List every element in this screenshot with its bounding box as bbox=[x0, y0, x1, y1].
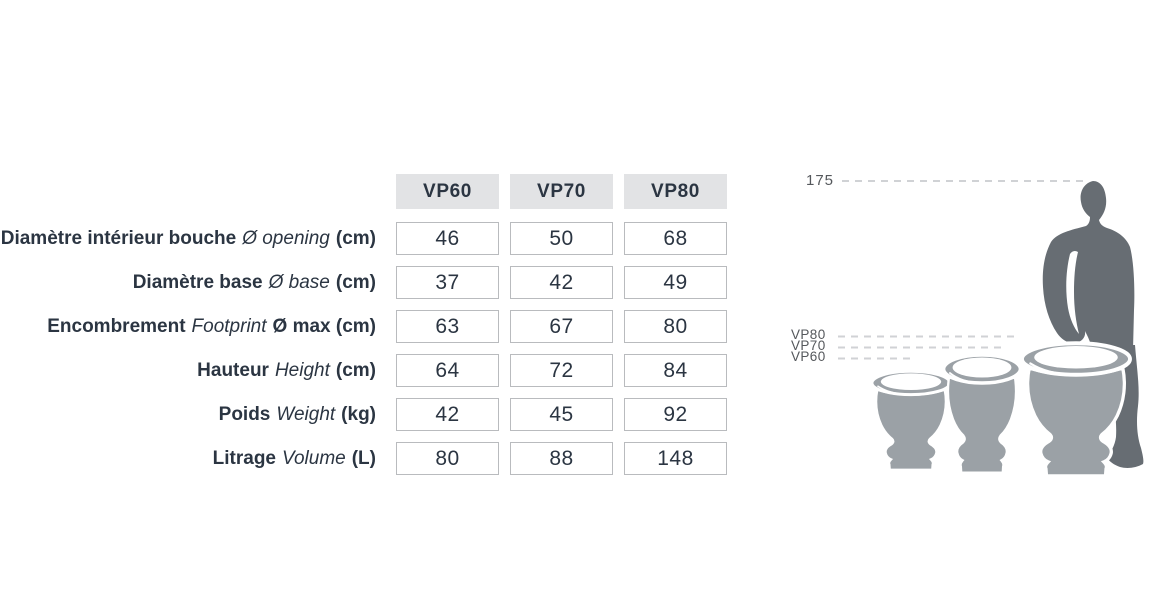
cell-footprint-vp70: 67 bbox=[510, 310, 613, 343]
cell-opening-vp70: 50 bbox=[510, 222, 613, 255]
cell-footprint-vp80: 80 bbox=[624, 310, 727, 343]
row-label-fr: Poids bbox=[218, 404, 271, 425]
pot-vp80 bbox=[1020, 341, 1132, 478]
cell-height-vp60: 64 bbox=[396, 354, 499, 387]
row-label-unit: (cm) bbox=[335, 272, 376, 293]
cell-volume-vp60: 80 bbox=[396, 442, 499, 475]
row-label-unit: (L) bbox=[351, 448, 376, 469]
pot-label-vp80: VP80 bbox=[791, 327, 826, 342]
cell-opening-vp60: 46 bbox=[396, 222, 499, 255]
row-label-en: Footprint bbox=[191, 316, 267, 337]
cell-base-vp80: 49 bbox=[624, 266, 727, 299]
row-label-en: Height bbox=[274, 360, 330, 381]
pot-vp60 bbox=[870, 369, 952, 472]
cell-footprint-vp60: 63 bbox=[396, 310, 499, 343]
row-label-unit: (cm) bbox=[335, 228, 376, 249]
row-label-fr: Diamètre base bbox=[132, 272, 263, 293]
row-label-en: Ø opening bbox=[242, 228, 330, 249]
column-header-vp70: VP70 bbox=[510, 174, 613, 209]
pot-vp70 bbox=[942, 353, 1022, 475]
column-header-vp60: VP60 bbox=[396, 174, 499, 209]
cell-weight-vp70: 45 bbox=[510, 398, 613, 431]
row-label-en: Weight bbox=[276, 404, 336, 425]
cell-weight-vp60: 42 bbox=[396, 398, 499, 431]
row-label-fr: Diamètre intérieur bouche bbox=[0, 228, 237, 249]
cell-volume-vp70: 88 bbox=[510, 442, 613, 475]
cell-base-vp70: 42 bbox=[510, 266, 613, 299]
row-label-fr: Encombrement bbox=[47, 316, 186, 337]
cell-height-vp80: 84 bbox=[624, 354, 727, 387]
person-height-label: 175 bbox=[806, 172, 835, 189]
cell-weight-vp80: 92 bbox=[624, 398, 727, 431]
pot-label-vp70: VP70 bbox=[791, 338, 826, 353]
cell-opening-vp80: 68 bbox=[624, 222, 727, 255]
cell-volume-vp80: 148 bbox=[624, 442, 727, 475]
row-label-unit: (kg) bbox=[341, 404, 376, 425]
row-label-unit: Ø max (cm) bbox=[272, 316, 376, 337]
row-label-fr: Litrage bbox=[212, 448, 277, 469]
pot-label-vp60: VP60 bbox=[791, 349, 826, 364]
row-label-fr: Hauteur bbox=[197, 360, 269, 381]
row-label-en: Volume bbox=[282, 448, 346, 469]
cell-base-vp60: 37 bbox=[396, 266, 499, 299]
row-label-en: Ø base bbox=[268, 272, 330, 293]
row-label-unit: (cm) bbox=[335, 360, 376, 381]
column-header-vp80: VP80 bbox=[624, 174, 727, 209]
cell-height-vp70: 72 bbox=[510, 354, 613, 387]
